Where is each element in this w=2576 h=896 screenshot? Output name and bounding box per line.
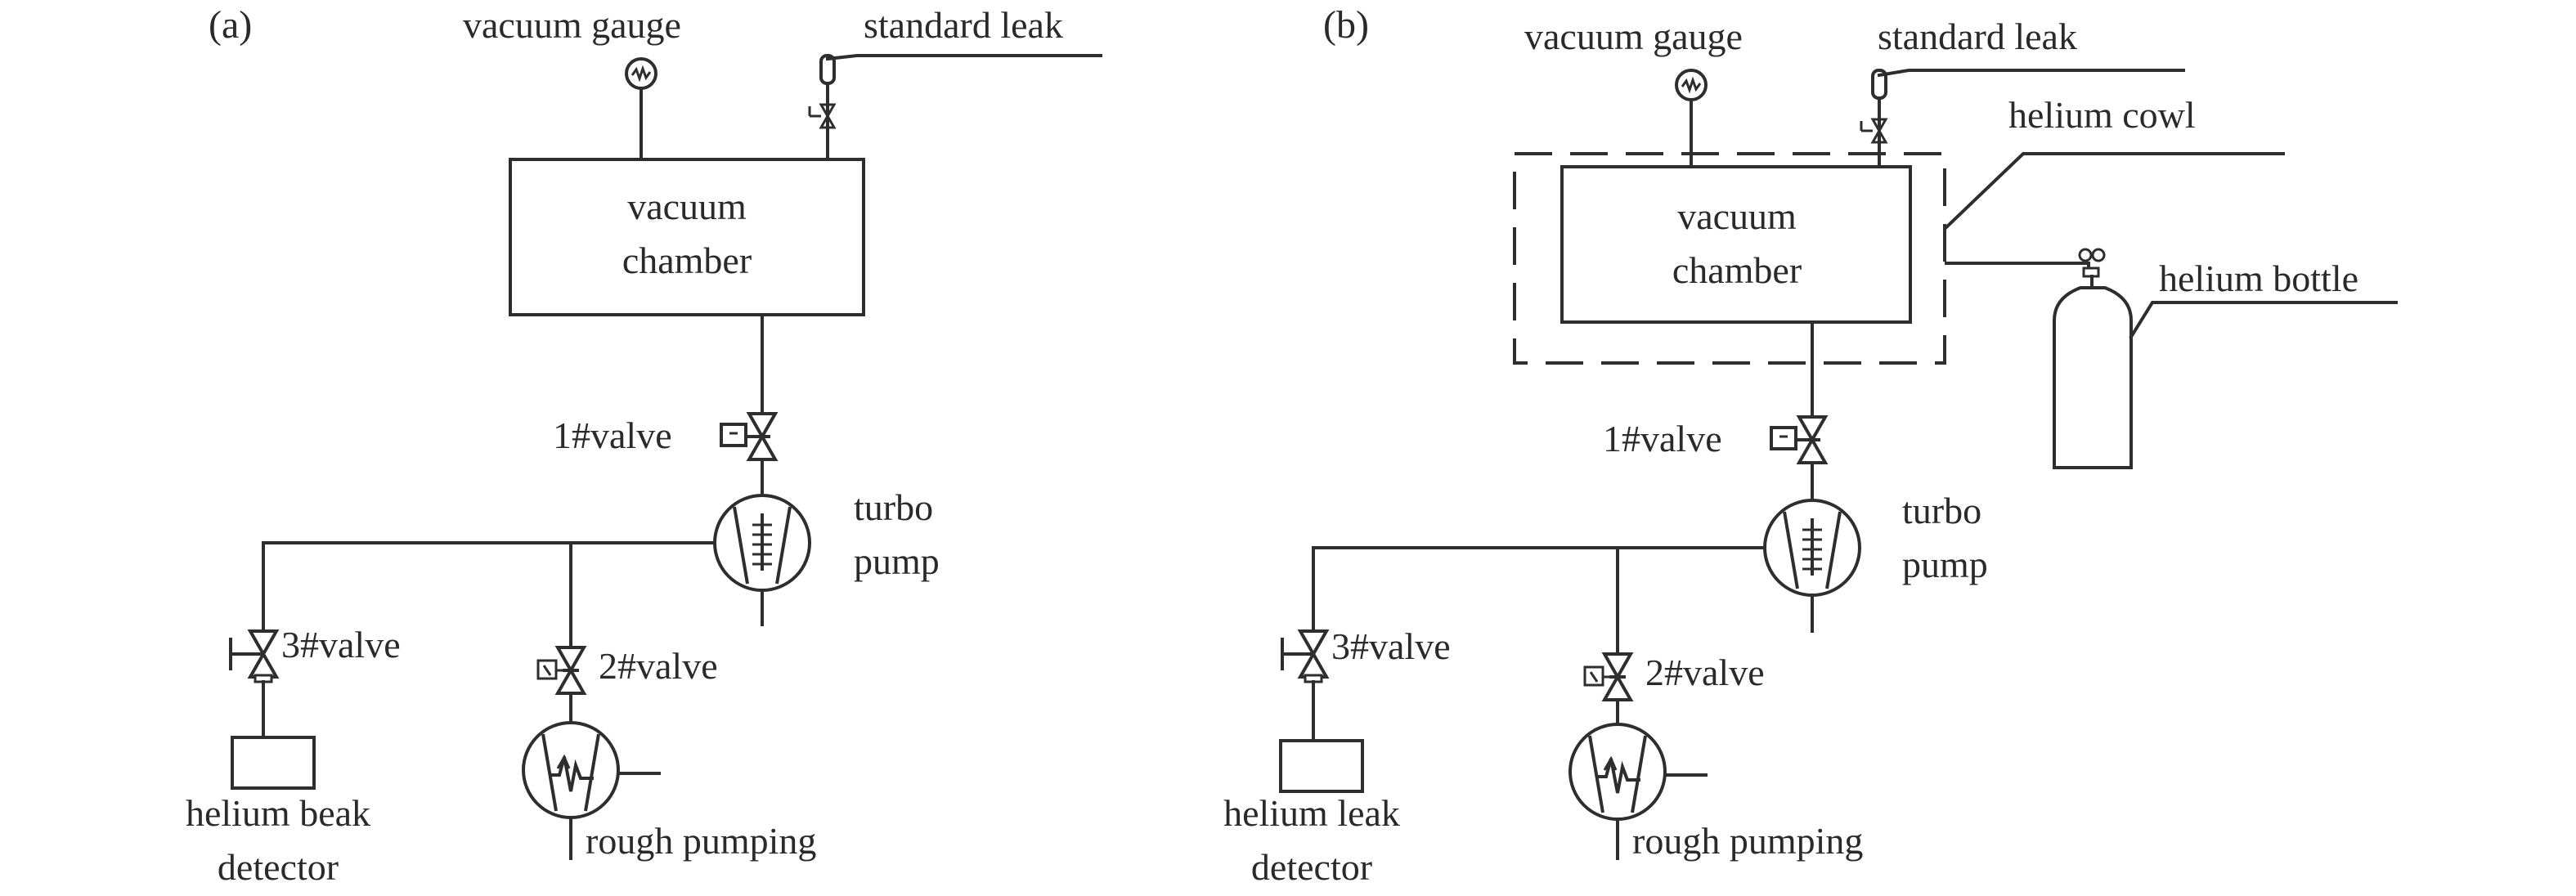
turbo-pump-label-b-line2: pump bbox=[1902, 544, 1988, 585]
panel-b: (b) vacuum gauge standard leak helium co… bbox=[1223, 3, 2398, 888]
valve-1-label-a: 1#valve bbox=[553, 414, 672, 456]
helium-bottle-label-b: helium bottle bbox=[2159, 258, 2358, 299]
vacuum-gauge-label-b: vacuum gauge bbox=[1524, 16, 1743, 57]
vacuum-gauge-label-a: vacuum gauge bbox=[463, 4, 681, 46]
panel-a: (a) vacuum gauge standard leak vacuum ch… bbox=[186, 3, 1102, 888]
detector-label-b-line2: detector bbox=[1251, 846, 1372, 888]
turbo-pump-label-b-line1: turbo bbox=[1902, 490, 1981, 531]
vacuum-chamber-label-a-line2: chamber bbox=[622, 240, 752, 281]
vacuum-gauge-b: vacuum gauge bbox=[1524, 16, 1743, 168]
detector-label-a-line2: detector bbox=[218, 846, 339, 888]
standard-leak-a: standard leak bbox=[808, 4, 1102, 161]
rough-pump-label-b: rough pumping bbox=[1632, 820, 1863, 862]
vacuum-gauge-a: vacuum gauge bbox=[463, 4, 681, 161]
valve-3-b: 3#valve bbox=[1281, 625, 1451, 683]
valve-3-label-b: 3#valve bbox=[1331, 625, 1451, 667]
valve-2-b: 2#valve bbox=[1583, 652, 1765, 701]
valve-3-label-a: 3#valve bbox=[281, 624, 401, 665]
vacuum-chamber-a: vacuum chamber bbox=[509, 158, 865, 316]
valve-1-label-b: 1#valve bbox=[1603, 418, 1722, 459]
rough-pump-b: rough pumping bbox=[1568, 723, 1863, 862]
turbo-pump-label-a-line1: turbo bbox=[854, 486, 933, 528]
rough-pump-a: rough pumping bbox=[522, 721, 816, 862]
detector-label-a-line1: helium beak bbox=[186, 792, 370, 834]
helium-leak-detector-a: helium beak detector bbox=[186, 736, 370, 888]
vacuum-chamber-b: vacuum chamber bbox=[1560, 165, 1912, 324]
rough-pump-label-a: rough pumping bbox=[586, 820, 816, 862]
panel-label-b: (b) bbox=[1323, 3, 1369, 47]
vacuum-chamber-label-a-line1: vacuum bbox=[627, 186, 747, 227]
standard-leak-label-b: standard leak bbox=[1878, 16, 2077, 57]
helium-leak-detector-b: helium leak detector bbox=[1223, 739, 1400, 888]
panel-label-a: (a) bbox=[209, 3, 252, 47]
helium-cowl-b: helium cowl bbox=[1513, 94, 2285, 365]
helium-cowl-label-b: helium cowl bbox=[2008, 94, 2196, 136]
valve-2-label-a: 2#valve bbox=[599, 645, 718, 687]
turbo-pump-label-a-line2: pump bbox=[854, 540, 940, 582]
valve-2-label-b: 2#valve bbox=[1645, 652, 1765, 693]
standard-leak-label-a: standard leak bbox=[864, 4, 1063, 46]
valve-2-a: 2#valve bbox=[536, 645, 718, 695]
vacuum-chamber-label-b-line1: vacuum bbox=[1677, 195, 1797, 237]
valve-1-b: 1#valve bbox=[1603, 415, 1827, 464]
turbo-pump-a: turbo pump bbox=[713, 486, 940, 592]
turbo-pump-b: turbo pump bbox=[1763, 490, 1988, 597]
valve-1-a: 1#valve bbox=[553, 412, 777, 461]
valve-3-a: 3#valve bbox=[229, 624, 401, 683]
vacuum-chamber-label-b-line2: chamber bbox=[1672, 249, 1802, 291]
detector-label-b-line1: helium leak bbox=[1223, 792, 1400, 834]
helium-bottle-b: helium bottle bbox=[1945, 248, 2398, 469]
standard-leak-b: standard leak bbox=[1860, 16, 2185, 168]
